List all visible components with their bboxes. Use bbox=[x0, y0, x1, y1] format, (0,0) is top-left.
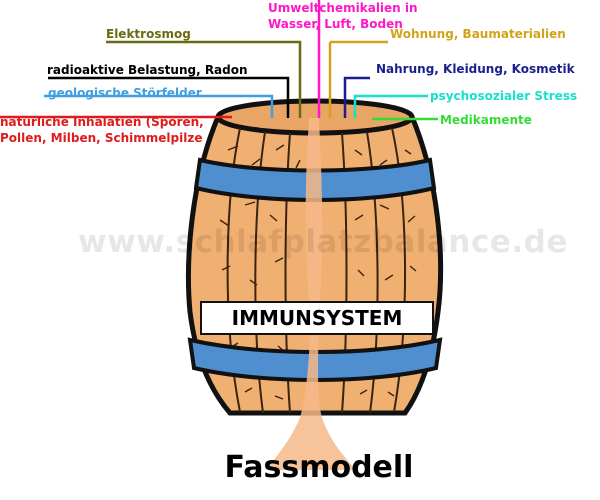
label-psychosozial: psychosozialer Stress bbox=[430, 89, 578, 103]
immunsystem-label: IMMUNSYSTEM bbox=[200, 301, 434, 335]
label-elektrosmog: Elektrosmog bbox=[106, 27, 191, 41]
diagram-title: Fassmodell bbox=[224, 450, 414, 485]
wood-grain bbox=[219, 144, 417, 400]
watermark-text: www.schlafplatzbalance.de bbox=[78, 224, 568, 260]
label-umweltchemikalien-line1: Umweltchemikalien in bbox=[268, 1, 418, 15]
label-natuerlich-line1: natürliche Inhalatien (Sporen, bbox=[0, 115, 204, 129]
label-natuerlich: natürliche Inhalatien (Sporen, Pollen, M… bbox=[0, 114, 204, 146]
label-wohnung: Wohnung, Baumaterialien bbox=[390, 27, 566, 41]
overflow-stream bbox=[266, 118, 356, 470]
label-natuerlich-line2: Pollen, Milben, Schimmelpilze bbox=[0, 131, 203, 145]
factor-connectors bbox=[0, 0, 438, 121]
label-geologisch: geologische Störfelder bbox=[48, 86, 202, 100]
label-umweltchemikalien: Umweltchemikalien in Wasser, Luft, Boden bbox=[268, 0, 418, 32]
label-nahrung: Nahrung, Kleidung, Kosmetik bbox=[376, 62, 575, 76]
label-umweltchemikalien-line2: Wasser, Luft, Boden bbox=[268, 17, 403, 31]
label-medikamente: Medikamente bbox=[440, 113, 532, 127]
label-radioaktiv: radioaktive Belastung, Radon bbox=[47, 63, 248, 77]
